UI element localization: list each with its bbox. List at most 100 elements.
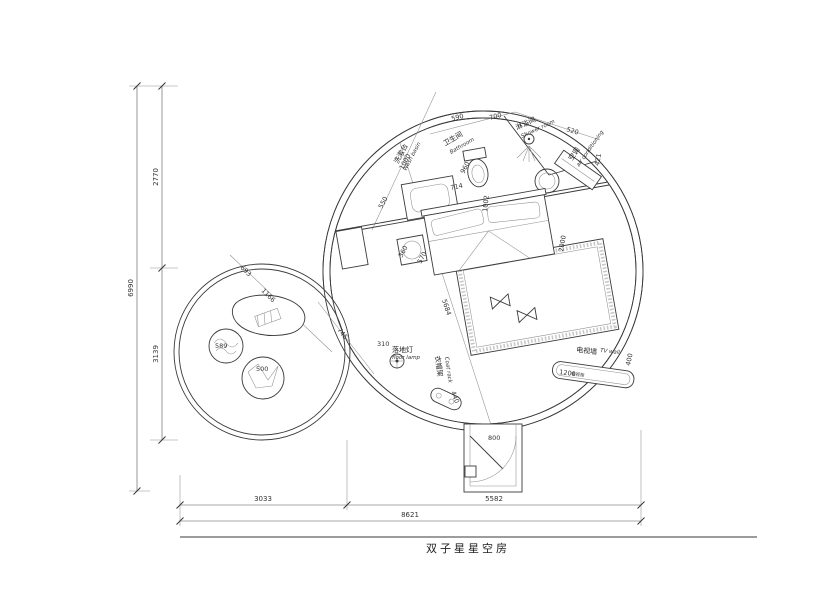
dim-tick xyxy=(637,501,645,509)
dim-height-bottom: 3139 xyxy=(152,345,160,363)
rug-pillow-bow xyxy=(499,293,511,307)
coatrack-label-en: Coat rack xyxy=(443,356,453,384)
shower-glass-wall1 xyxy=(503,115,550,176)
dim-tick xyxy=(158,436,166,444)
beanbag-facets xyxy=(247,363,279,389)
dim-590: 590 xyxy=(450,112,464,123)
dim-tick xyxy=(133,82,141,90)
dim-tick xyxy=(176,517,184,525)
tv-cabinet-outline xyxy=(552,361,635,389)
bench-hatch xyxy=(263,313,266,325)
nightstand-lamp xyxy=(402,240,422,260)
door-swing-arc xyxy=(469,435,517,483)
dimension-chain-bottom: 3033 5582 8621 xyxy=(176,430,645,526)
dim-800: 800 xyxy=(488,434,500,442)
dim-width-right: 5582 xyxy=(485,495,503,503)
air-conditioner xyxy=(553,149,603,191)
bed-fold-line xyxy=(488,230,531,259)
dim-1200: 1200 xyxy=(559,368,576,378)
round-seat-detail xyxy=(213,338,239,348)
bed-fold-line xyxy=(458,230,489,271)
nightstand-top xyxy=(396,234,428,266)
wall-niche xyxy=(335,226,369,270)
bed-pillow-right xyxy=(487,201,541,223)
toilet xyxy=(462,146,489,188)
tv-console: 电视柜 xyxy=(552,361,635,389)
shower-head-icon xyxy=(523,133,535,145)
rug-pillow-bow xyxy=(516,309,528,324)
dim-714: 714 xyxy=(450,182,464,192)
top-dim-line-b xyxy=(514,111,601,141)
ac-vent-line xyxy=(561,158,595,182)
drawing-title: 双子星星空房 xyxy=(426,541,510,555)
junction-dim-line xyxy=(317,301,375,375)
tvwall-label-cn: 电视墙 xyxy=(576,345,598,356)
entry-vestibule xyxy=(463,423,523,493)
dim-421: 421 xyxy=(593,153,603,167)
floorlamp-label-cn: 落地灯 xyxy=(392,345,413,354)
rug-inner xyxy=(462,246,612,348)
dim-400: 400 xyxy=(624,353,634,367)
dim-520: 520 xyxy=(565,125,579,136)
dim-height-total: 6990 xyxy=(127,279,135,297)
dim-tick xyxy=(158,82,166,90)
small-room-outer-wall xyxy=(173,263,351,441)
round-seat-detail xyxy=(215,347,237,355)
door-stop xyxy=(464,465,477,478)
tv-cabinet-label: 电视柜 xyxy=(571,370,586,379)
interior-dims: 590 700 520 421 960 714 1002 1000 550 36… xyxy=(215,111,635,442)
shower-spray-line xyxy=(528,145,536,162)
round-stool-outer xyxy=(534,168,560,194)
dim-tick xyxy=(343,501,351,509)
top-dim-line-a xyxy=(429,111,516,135)
bed xyxy=(420,187,556,276)
dim-width-left: 3033 xyxy=(254,495,272,503)
beanbag xyxy=(241,356,285,400)
tv-cabinet-inner xyxy=(556,364,631,385)
vestibule-inner xyxy=(469,424,517,487)
bed-mattress xyxy=(423,194,556,276)
dim-1002: 1002 xyxy=(481,195,491,212)
vestibule-walls xyxy=(463,423,523,493)
floor-lamp xyxy=(389,353,405,369)
floor-lamp-pole xyxy=(395,359,399,363)
coat-rack xyxy=(430,387,462,411)
shower-spray-line xyxy=(528,145,542,159)
dim-500: 500 xyxy=(256,365,268,373)
shower-room xyxy=(503,115,598,176)
bench-hatch xyxy=(257,315,259,327)
coat-rack-hook xyxy=(448,398,455,405)
dim-width-total: 8621 xyxy=(401,511,419,519)
rug-pillow-bow xyxy=(526,306,538,321)
coat-rack-hook xyxy=(435,392,442,399)
tvwall-label-en: TV wall xyxy=(600,348,621,356)
shower-head-center xyxy=(527,137,531,141)
title-block: 双子星星空房 xyxy=(180,536,757,555)
door-leaf xyxy=(469,435,504,470)
kidney-bench xyxy=(254,307,282,328)
basin-dim-line xyxy=(371,91,437,231)
dim-2000: 2000 xyxy=(557,235,568,253)
bench-outline xyxy=(254,307,282,328)
bench-hatch xyxy=(270,310,272,323)
shower-spray-line xyxy=(516,145,530,159)
small-room-furniture xyxy=(208,294,306,400)
dim-589: 589 xyxy=(215,342,227,350)
dim-310: 310 xyxy=(377,340,389,348)
rug-pillow-bow xyxy=(489,296,502,310)
shower-spray-line xyxy=(522,145,530,162)
dim-tick xyxy=(133,487,141,495)
bed-pillow-left xyxy=(430,208,485,236)
toilet-bowl xyxy=(467,158,489,188)
dim-tick xyxy=(637,517,645,525)
dim-height-top: 2770 xyxy=(152,168,160,186)
toilet-bowl-inner xyxy=(471,164,485,184)
kidney-table xyxy=(231,294,306,336)
dim-440: 440 xyxy=(449,390,461,404)
coat-rack-base xyxy=(430,387,462,411)
dim-tick xyxy=(158,264,166,272)
nightstand xyxy=(396,234,428,266)
coatrack-label-cn: 衣帽架 xyxy=(433,355,445,377)
